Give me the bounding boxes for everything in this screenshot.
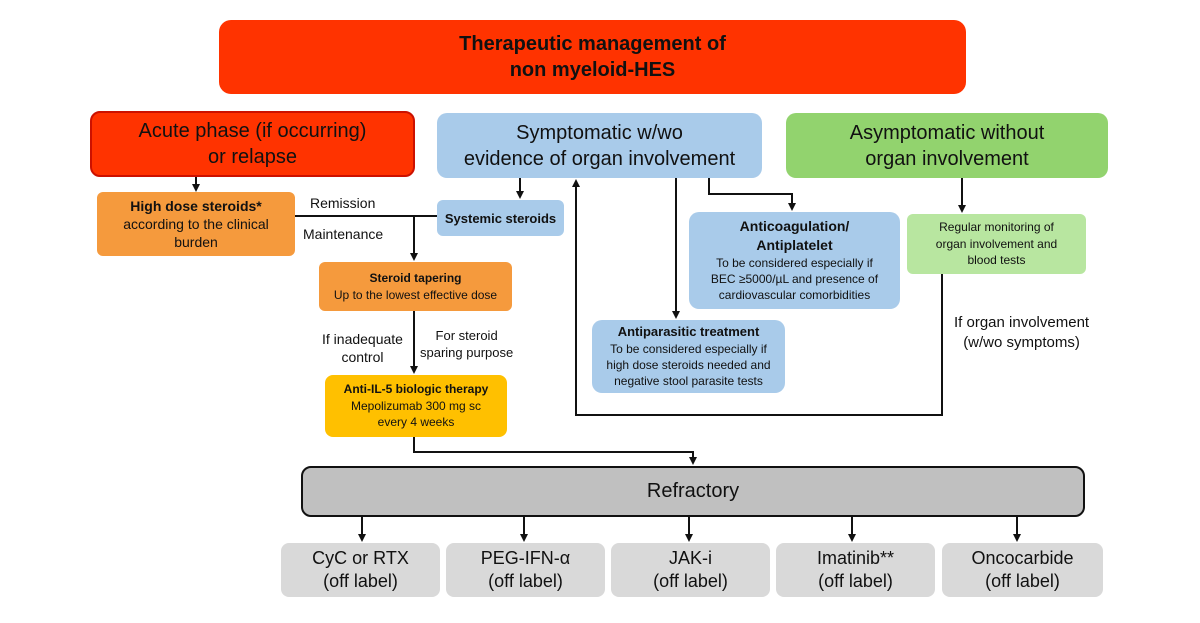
monitoring-line-3: blood tests xyxy=(967,253,1026,268)
option-name: CyC or RTX xyxy=(312,547,409,568)
option-name: Imatinib** xyxy=(816,547,895,568)
monitoring-line-2: organ involvement and xyxy=(935,236,1058,251)
option-box-imatinib: Imatinib** (off label) xyxy=(776,543,935,597)
option-note: (off label) xyxy=(818,571,893,591)
option-box-peg-ifn: PEG-IFN-α (off label) xyxy=(446,543,605,597)
high-dose-line-2: burden xyxy=(174,234,218,251)
anticoagulation-box: Anticoagulation/ Antiplatelet To be cons… xyxy=(689,212,900,309)
option-name: PEG-IFN-α xyxy=(480,547,571,568)
option-name: JAK-i xyxy=(668,547,712,568)
antiparasitic-title: Antiparasitic treatment xyxy=(617,324,760,340)
arrow-symptomatic-to-anticoag xyxy=(708,178,796,211)
maintenance-label: Maintenance xyxy=(303,226,384,242)
antiparasitic-line-3: negative stool parasite tests xyxy=(614,374,763,389)
option-box-cyc: CyC or RTX (off label) xyxy=(281,543,440,597)
title-line-2: non myeloid-HES xyxy=(509,59,676,81)
high-dose-steroids-box: High dose steroids* according to the cli… xyxy=(97,192,295,256)
anticoag-line-3: cardiovascular comorbidities xyxy=(718,288,871,303)
high-dose-title: High dose steroids* xyxy=(130,197,262,214)
organ-line-2: (w/wo symptoms) xyxy=(963,333,1080,351)
steroid-tapering-title: Steroid tapering xyxy=(369,270,462,285)
symptomatic-box: Symptomatic w/wo evidence of organ invol… xyxy=(437,113,762,178)
title-line-1: Therapeutic management of xyxy=(459,33,726,55)
option-note: (off label) xyxy=(653,571,728,591)
symptomatic-line-1: Symptomatic w/wo xyxy=(516,121,683,144)
steroid-sparing-label: For steroid sparing purpose xyxy=(420,328,513,362)
antiparasitic-line-1: To be considered especially if xyxy=(610,341,767,356)
option-box-jak: JAK-i (off label) xyxy=(611,543,770,597)
sparing-line-1: For steroid xyxy=(435,328,498,343)
sparing-line-2: sparing purpose xyxy=(420,344,514,360)
option-note: (off label) xyxy=(488,571,563,591)
anticoag-line-2: BEC ≥5000/µL and presence of xyxy=(710,272,879,287)
organ-involvement-label: If organ involvement (w/wo symptoms) xyxy=(954,313,1089,352)
systemic-steroids-label: Systemic steroids xyxy=(444,210,557,226)
monitoring-box: Regular monitoring of organ involvement … xyxy=(907,214,1086,274)
option-note: (off label) xyxy=(985,571,1060,591)
high-dose-line-1: according to the clinical xyxy=(123,215,269,232)
option-note: (off label) xyxy=(323,571,398,591)
anti-il5-title: Anti-IL-5 biologic therapy xyxy=(343,381,489,396)
acute-phase-box: Acute phase (if occurring) or relapse xyxy=(90,111,415,177)
anti-il5-line-1: Mepolizumab 300 mg sc xyxy=(350,398,482,413)
asymptomatic-box: Asymptomatic without organ involvement xyxy=(786,113,1108,178)
arrow-anti-il5-to-refractory xyxy=(413,437,697,465)
inadequate-line-2: control xyxy=(341,349,384,366)
title-box: Therapeutic management of non myeloid-HE… xyxy=(219,20,966,94)
symptomatic-line-2: evidence of organ involvement xyxy=(463,147,736,170)
antiparasitic-box: Antiparasitic treatment To be considered… xyxy=(592,320,785,393)
anti-il5-line-2: every 4 weeks xyxy=(377,415,455,430)
anticoag-title-2: Antiplatelet xyxy=(756,237,833,254)
asymptomatic-line-2: organ involvement xyxy=(865,147,1029,170)
refractory-label: Refractory xyxy=(646,480,740,502)
organ-line-1: If organ involvement xyxy=(954,314,1090,331)
antiparasitic-line-2: high dose steroids needed and xyxy=(606,358,771,373)
refractory-box: Refractory xyxy=(301,466,1085,517)
option-box-oncocarbide: Oncocarbide (off label) xyxy=(942,543,1103,597)
remission-label: Remission xyxy=(310,195,376,211)
monitoring-line-1: Regular monitoring of xyxy=(939,219,1054,234)
anti-il5-box: Anti-IL-5 biologic therapy Mepolizumab 3… xyxy=(325,375,507,437)
steroid-tapering-line-1: Up to the lowest effective dose xyxy=(333,287,498,302)
asymptomatic-line-1: Asymptomatic without xyxy=(849,121,1045,144)
arrow-organ-involvement-loop xyxy=(572,179,943,416)
inadequate-control-label: If inadequate control xyxy=(322,330,403,366)
steroid-tapering-box: Steroid tapering Up to the lowest effect… xyxy=(319,262,512,311)
inadequate-line-1: If inadequate xyxy=(322,331,403,347)
systemic-steroids-box: Systemic steroids xyxy=(437,200,564,236)
anticoag-line-1: To be considered especially if xyxy=(716,256,873,271)
anticoag-title-1: Anticoagulation/ xyxy=(739,218,850,235)
option-name: Oncocarbide xyxy=(971,547,1074,568)
acute-line-1: Acute phase (if occurring) xyxy=(138,120,367,142)
acute-line-2: or relapse xyxy=(208,146,297,168)
